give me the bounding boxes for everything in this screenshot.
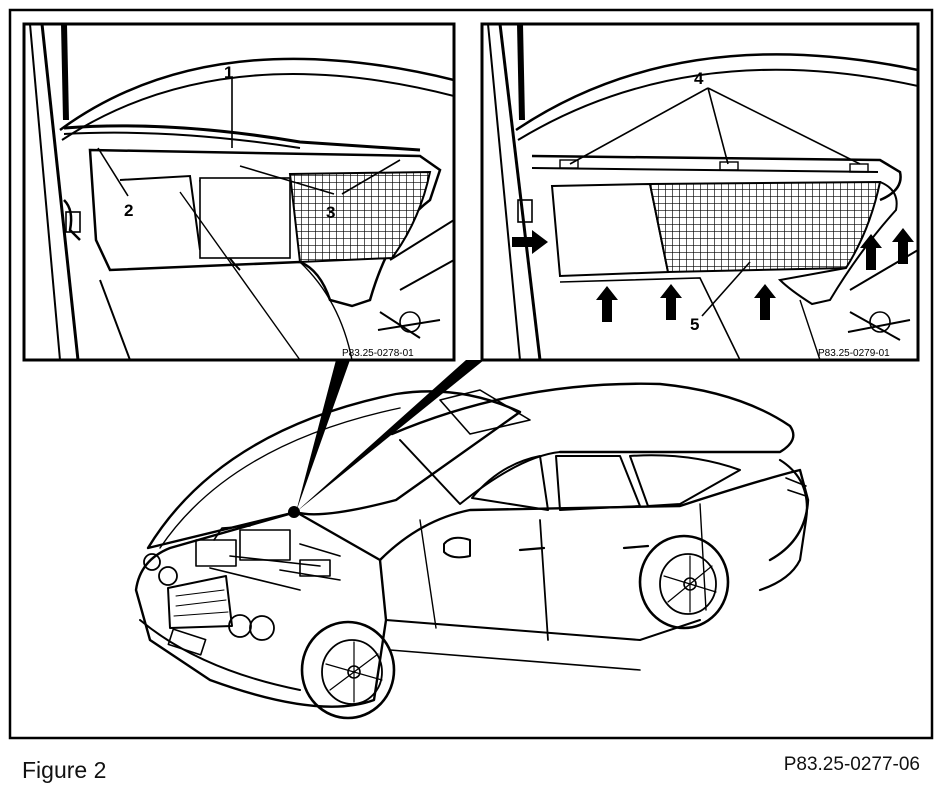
left-inset-drawing bbox=[29, 24, 454, 360]
outer-frame bbox=[8, 8, 934, 740]
car-grille bbox=[167, 575, 233, 629]
callout-3: 3 bbox=[326, 203, 335, 222]
arrow-up-marker-a bbox=[596, 286, 618, 322]
car-headlight-2 bbox=[158, 566, 178, 586]
arrow-up-marker-b bbox=[660, 284, 682, 320]
arrow-markers bbox=[512, 228, 914, 322]
car-license-plate bbox=[167, 628, 207, 656]
car-front-wheel bbox=[300, 620, 396, 720]
car-engine bbox=[195, 525, 341, 591]
callout-4: 4 bbox=[694, 69, 704, 88]
arrow-up-marker-d bbox=[860, 234, 882, 270]
car-headlight-4 bbox=[249, 615, 275, 641]
left-inset: 1 2 3 P83.25-0278-01 bbox=[22, 22, 456, 362]
car-headlight-1 bbox=[143, 553, 161, 571]
arrow-up-marker-c bbox=[754, 284, 776, 320]
figure-label: Figure 2 bbox=[22, 757, 107, 783]
pointer-left bbox=[296, 360, 350, 512]
inset-pointers bbox=[288, 360, 484, 518]
car-mirror bbox=[443, 536, 471, 559]
figure-reference-code: P83.25-0277-06 bbox=[783, 754, 920, 775]
callout-1: 1 bbox=[224, 63, 233, 82]
arrow-up-marker-e bbox=[892, 228, 914, 264]
right-inset-code: P83.25-0279-01 bbox=[818, 348, 890, 359]
arrow-right-marker bbox=[512, 230, 548, 254]
right-inset: 4 5 P83.25-0279-01 bbox=[480, 22, 920, 362]
callout-2: 2 bbox=[124, 201, 133, 220]
car-sunroof bbox=[439, 389, 531, 435]
pointer-right bbox=[296, 360, 484, 512]
car-hood bbox=[146, 390, 522, 550]
left-inset-code: P83.25-0278-01 bbox=[342, 348, 414, 359]
car-rear-wheel bbox=[638, 534, 730, 630]
callout-5: 5 bbox=[690, 315, 699, 334]
car-illustration bbox=[134, 382, 810, 720]
